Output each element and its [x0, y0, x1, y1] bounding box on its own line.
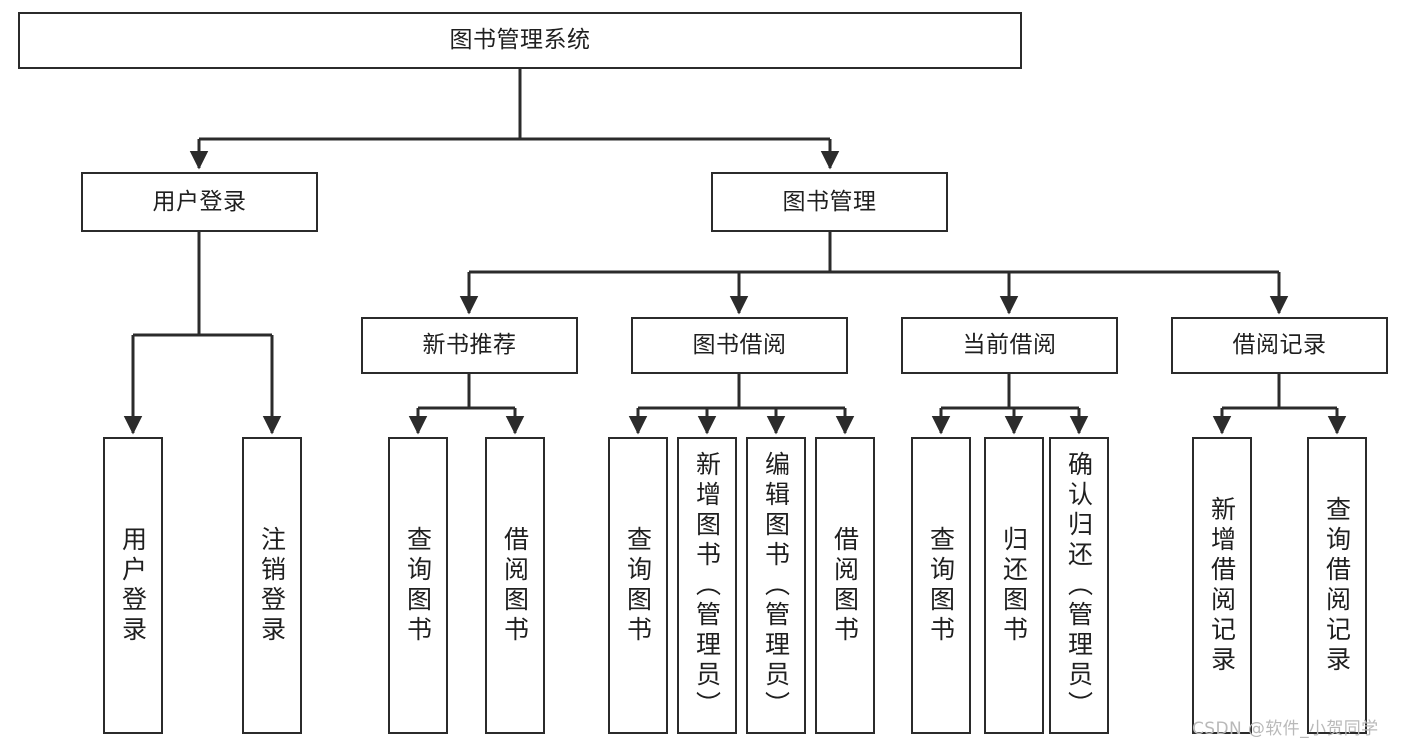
- node-leaf-edit-book-label: 编辑图书（管理员）: [761, 450, 791, 721]
- node-leaf-add-book-label: 新增图书（管理员）: [692, 450, 722, 721]
- node-leaf-user-login-label: 用户登录: [118, 525, 148, 646]
- node-leaf-user-login[interactable]: 用户登录: [103, 437, 163, 734]
- node-leaf-add-borrow-record[interactable]: 新增借阅记录: [1192, 437, 1252, 734]
- node-leaf-edit-book[interactable]: 编辑图书（管理员）: [746, 437, 806, 734]
- node-leaf-query-book-recommend[interactable]: 查询图书: [388, 437, 448, 734]
- node-new-book-recommend-label: 新书推荐: [422, 332, 517, 359]
- node-leaf-query-book-current[interactable]: 查询图书: [911, 437, 971, 734]
- node-leaf-query-borrow-record[interactable]: 查询借阅记录: [1307, 437, 1367, 734]
- node-leaf-user-logout[interactable]: 注销登录: [242, 437, 302, 734]
- node-leaf-confirm-return-label: 确认归还（管理员）: [1064, 450, 1094, 721]
- node-leaf-query-book-recommend-label: 查询图书: [403, 525, 433, 646]
- node-leaf-add-borrow-record-label: 新增借阅记录: [1207, 495, 1237, 676]
- node-leaf-return-book[interactable]: 归还图书: [984, 437, 1044, 734]
- node-book-manage-label: 图书管理: [782, 188, 877, 215]
- node-leaf-confirm-return[interactable]: 确认归还（管理员）: [1049, 437, 1109, 734]
- node-leaf-user-logout-label: 注销登录: [257, 525, 287, 646]
- node-new-book-recommend[interactable]: 新书推荐: [361, 317, 578, 374]
- node-leaf-query-borrow-record-label: 查询借阅记录: [1322, 495, 1352, 676]
- node-root-system[interactable]: 图书管理系统: [18, 12, 1022, 69]
- node-root-label: 图书管理系统: [449, 27, 591, 54]
- node-leaf-borrow-book-label: 借阅图书: [830, 525, 860, 646]
- node-leaf-add-book[interactable]: 新增图书（管理员）: [677, 437, 737, 734]
- node-book-borrow[interactable]: 图书借阅: [631, 317, 848, 374]
- node-current-borrow[interactable]: 当前借阅: [901, 317, 1118, 374]
- node-current-borrow-label: 当前借阅: [962, 332, 1057, 359]
- node-leaf-borrow-book-recommend[interactable]: 借阅图书: [485, 437, 545, 734]
- node-leaf-query-book-borrow[interactable]: 查询图书: [608, 437, 668, 734]
- node-leaf-borrow-book[interactable]: 借阅图书: [815, 437, 875, 734]
- node-leaf-return-book-label: 归还图书: [999, 525, 1029, 646]
- node-borrow-record[interactable]: 借阅记录: [1171, 317, 1388, 374]
- node-book-borrow-label: 图书借阅: [692, 332, 787, 359]
- node-leaf-borrow-book-recommend-label: 借阅图书: [500, 525, 530, 646]
- node-book-manage[interactable]: 图书管理: [711, 172, 948, 232]
- watermark-text: CSDN @软件_小贺同学: [1192, 719, 1379, 739]
- node-borrow-record-label: 借阅记录: [1232, 332, 1327, 359]
- node-leaf-query-book-current-label: 查询图书: [926, 525, 956, 646]
- node-leaf-query-book-borrow-label: 查询图书: [623, 525, 653, 646]
- node-user-login-label: 用户登录: [152, 188, 247, 215]
- node-user-login[interactable]: 用户登录: [81, 172, 318, 232]
